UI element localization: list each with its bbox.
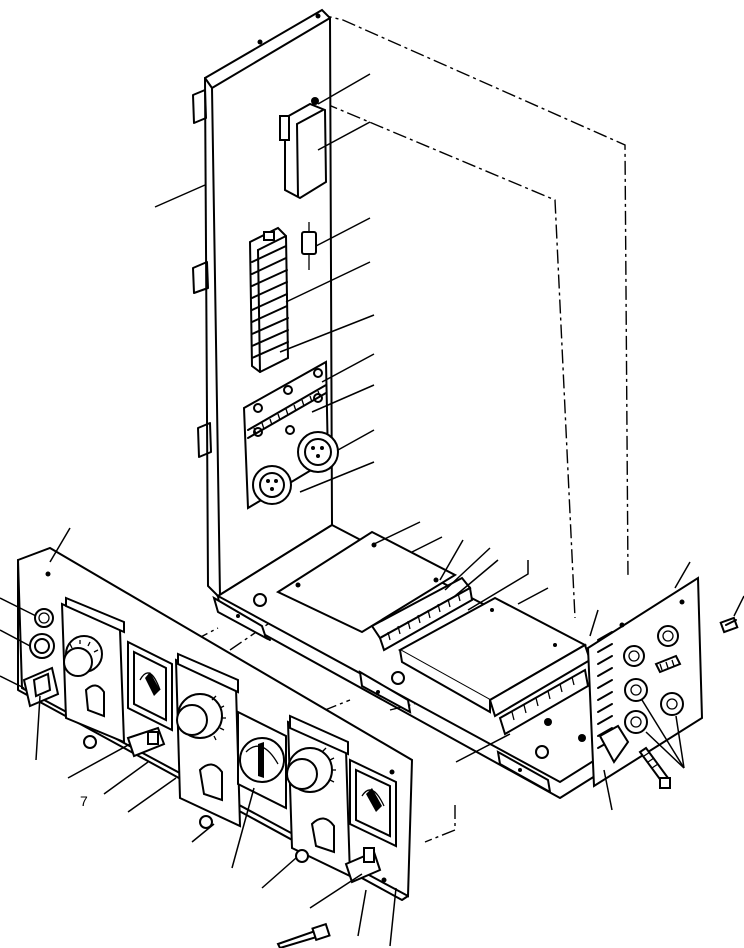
screw-bottom [276, 922, 331, 948]
card-connector-strip [370, 576, 474, 652]
meter-3 [349, 758, 397, 848]
meter-2 [237, 710, 287, 810]
right-end-plate [586, 576, 704, 788]
left-knob [29, 633, 55, 659]
control-module-1 [60, 596, 126, 749]
callout-7: 7 [80, 793, 88, 809]
leader-lines [0, 73, 744, 947]
card-rail [488, 643, 592, 742]
meter-1 [127, 640, 173, 732]
screw-right-top [719, 616, 739, 634]
circuit-card-2 [397, 596, 588, 714]
control-module-2 [174, 652, 242, 829]
d-sub-connector [279, 97, 328, 200]
indicator-lamp [34, 608, 54, 628]
lever-1 [126, 726, 166, 758]
terminal-board [242, 360, 339, 510]
heat-sink [248, 226, 290, 374]
resistor-component [301, 222, 317, 270]
control-module-3 [286, 714, 352, 878]
circuit-card-1 [275, 530, 458, 634]
lever-3 [344, 847, 382, 884]
toggle-switch [22, 666, 60, 708]
screw-right-mid [654, 654, 682, 674]
screw-right-bottom [638, 746, 671, 789]
